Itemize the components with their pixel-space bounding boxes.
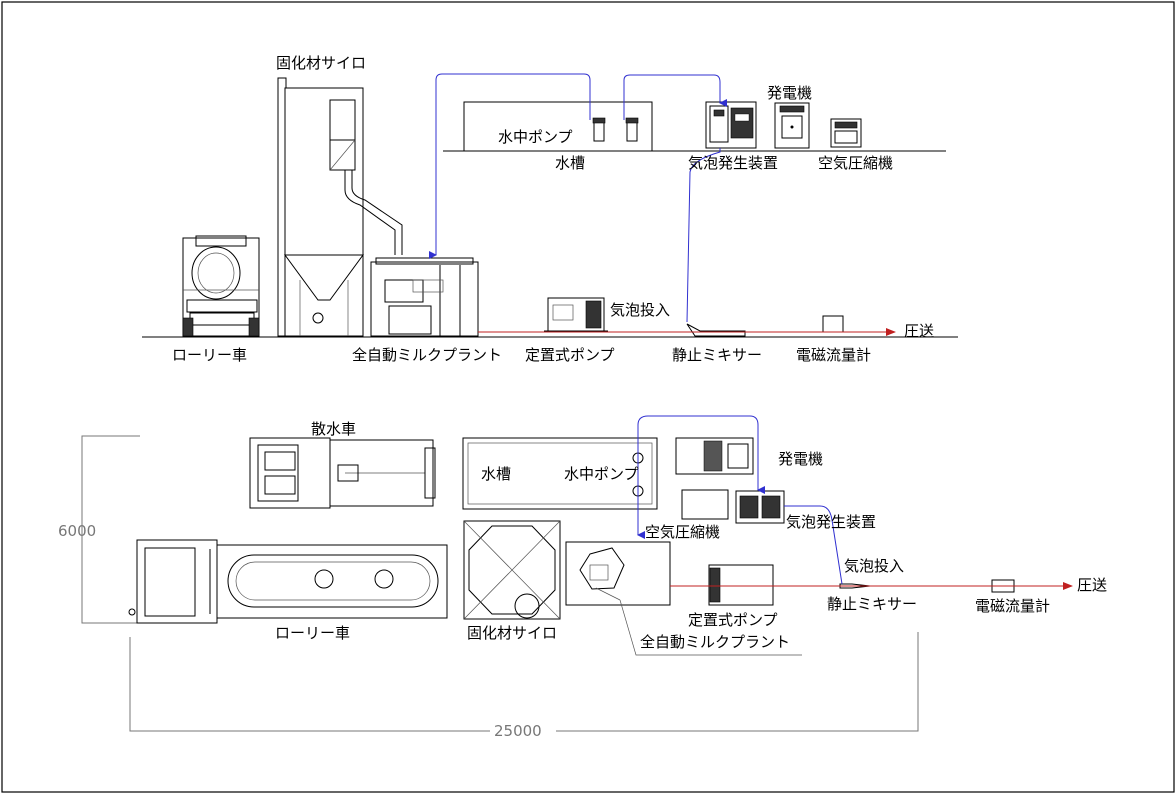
label-foam-generator-plan: 気泡発生装置 (786, 513, 876, 531)
mixing-plant-elevation (370, 257, 479, 337)
water-tank-elevation (463, 101, 653, 152)
label-water-tank-plan: 水槽 (481, 465, 511, 483)
silo-plan (463, 520, 561, 620)
sprinkler-truck-plan (249, 437, 436, 509)
lorry-truck-elevation (182, 235, 260, 337)
metering-pump-elevation (544, 297, 608, 332)
air-line-plan (637, 415, 765, 532)
label-silo-elevation: 固化材サイロ (276, 54, 366, 72)
label-submersible-pump-elevation: 水中ポンプ (498, 128, 573, 146)
label-foam-injection-elevation: 気泡投入 (610, 301, 670, 319)
label-air-compressor-plan: 空気圧縮機 (645, 523, 720, 541)
generator-plan (675, 437, 754, 475)
label-static-mixer-elevation: 静止ミキサー (672, 346, 762, 364)
dimension-height-label: 6000 (58, 522, 96, 540)
label-submersible-pump-plan: 水中ポンプ (564, 465, 639, 483)
dimension-width-label: 25000 (494, 722, 542, 740)
label-generator-elevation: 発電機 (767, 84, 812, 102)
static-mixer-elevation (686, 323, 746, 337)
foam-line-plan (784, 505, 843, 585)
label-discharge-plan: 圧送 (1077, 576, 1107, 594)
label-foam-generator-elevation: 気泡発生装置 (688, 154, 778, 172)
dimension-line-height (81, 435, 140, 624)
lorry-truck-plan (128, 539, 448, 624)
foam-line-elevation (686, 148, 721, 323)
air-line-1 (429, 73, 591, 259)
label-foam-injection-plan: 気泡投入 (844, 557, 904, 575)
label-discharge-elevation: 圧送 (904, 322, 934, 340)
air-compressor-plan (681, 489, 729, 520)
air-compressor-elevation (830, 118, 862, 148)
foam-generator-plan (735, 490, 785, 524)
metering-pump-plan (708, 564, 774, 606)
label-metering-pump-elevation: 定置式ポンプ (525, 346, 615, 364)
foam-generator-elevation (705, 101, 757, 149)
label-lorry-plan: ローリー車 (275, 624, 350, 642)
label-metering-pump-plan: 定置式ポンプ (688, 611, 778, 629)
label-mixing-plant-plan: 全自動ミルクプラント (640, 633, 790, 651)
elevation-view (142, 73, 958, 338)
dimension-line-width (129, 632, 919, 732)
mixing-plant-plan (565, 541, 671, 606)
plan-view (81, 415, 1073, 732)
label-flow-meter-plan: 電磁流量計 (975, 597, 1050, 615)
label-generator-plan: 発電機 (778, 450, 823, 468)
flow-meter-elevation (822, 315, 844, 333)
generator-elevation (774, 102, 810, 149)
label-static-mixer-plan: 静止ミキサー (827, 595, 917, 613)
label-silo-plan: 固化材サイロ (467, 624, 557, 642)
label-air-compressor-elevation: 空気圧縮機 (818, 154, 893, 172)
label-water-tank-elevation: 水槽 (555, 154, 585, 172)
silo-elevation (277, 77, 403, 337)
label-flow-meter-elevation: 電磁流量計 (796, 346, 871, 364)
air-line-2 (623, 74, 727, 120)
label-sprinkler-truck-plan: 散水車 (311, 420, 356, 438)
label-lorry-elevation: ローリー車 (172, 346, 247, 364)
plant-leader-line (619, 599, 802, 656)
label-mixing-plant-elevation: 全自動ミルクプラント (352, 346, 502, 364)
